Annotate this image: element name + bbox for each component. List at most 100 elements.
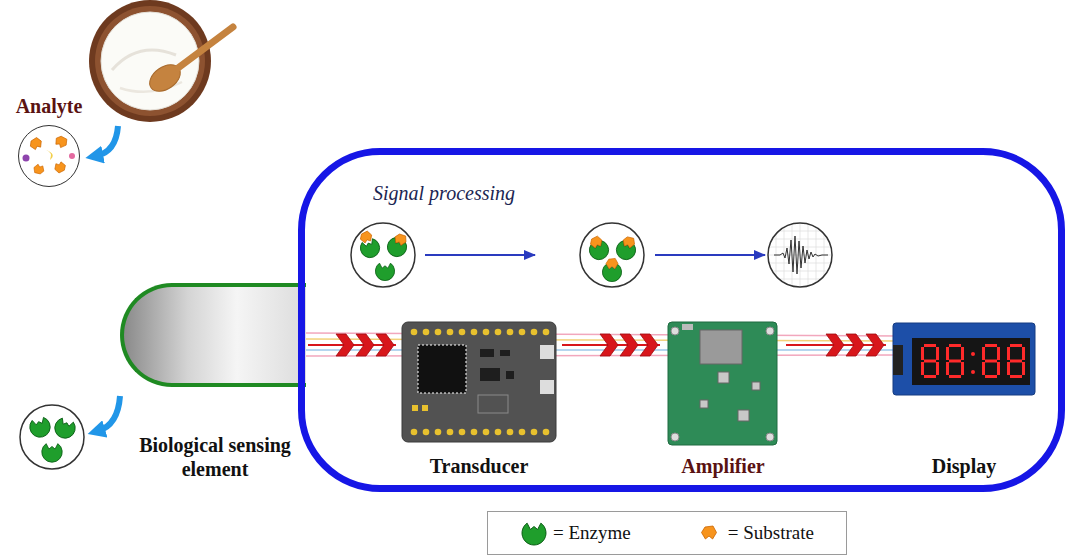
- legend-swatch: [520, 519, 548, 547]
- display-board-part: [912, 338, 1030, 385]
- amplifier-board-part: [718, 372, 729, 383]
- transducer-board-part: [478, 395, 508, 413]
- transducer-board-part: [422, 405, 428, 411]
- analyte-contents-part: [69, 153, 75, 159]
- binding-step-part-part: [359, 230, 374, 244]
- bound-step-part: [602, 258, 621, 281]
- legend-symbol: [522, 523, 546, 545]
- enzyme-pool-part: [52, 417, 78, 441]
- transducer-board-part: [480, 349, 494, 357]
- signal-wires-part: [306, 349, 900, 351]
- display-board-part: [971, 370, 975, 374]
- node-label: Biological sensing element: [138, 433, 293, 481]
- process-arrow: [655, 254, 765, 256]
- signal-flow-connector: [562, 334, 660, 356]
- flow-arrow: [96, 126, 118, 156]
- legend-item: = Substrate: [695, 519, 814, 547]
- transducer-board-part: [500, 350, 510, 356]
- amplifier-board-part: [738, 410, 749, 421]
- bound-step-part: [580, 223, 644, 287]
- connector-chevron: [336, 334, 354, 356]
- enzyme-pool-part: [42, 444, 62, 463]
- transducer-board-part: [480, 368, 500, 381]
- signal-wires: [306, 333, 900, 356]
- display-board-part: [946, 344, 964, 378]
- transducer-board-part: [418, 345, 466, 393]
- yogurt-bowl: [89, 0, 233, 122]
- signal-waveform-part: [768, 222, 832, 288]
- analyte-contents-part: [53, 161, 67, 174]
- transducer-board-part: [540, 380, 554, 394]
- transducer-board-part: [402, 322, 556, 442]
- yogurt-bowl-part: [178, 27, 233, 68]
- bound-step: [580, 223, 644, 287]
- signal-wires-part: [306, 339, 900, 341]
- transducer-board-part: [506, 371, 514, 379]
- amplifier-board: [668, 322, 777, 445]
- signal-waveform: [768, 222, 832, 288]
- node-label: Transducer: [430, 454, 529, 478]
- display-board: [893, 323, 1035, 395]
- connector-chevron: [356, 334, 374, 356]
- binding-step: [351, 223, 415, 287]
- signal-flow-connector: [786, 334, 886, 356]
- display-board-part: [921, 344, 939, 378]
- enzyme-pool: [20, 405, 84, 469]
- analyte-contents-part: [28, 136, 43, 150]
- legend-item: = Enzyme: [520, 519, 631, 547]
- signal-waveform-part: [768, 223, 832, 287]
- biosensor-probe: Biological sensing element: [120, 283, 306, 387]
- display-board-part: [1007, 344, 1025, 378]
- display-board-part: [971, 352, 975, 356]
- legend-label: = Substrate: [728, 522, 814, 544]
- signal-processing-housing: Signal processingTransducer Amplifier Disp…: [298, 148, 1065, 492]
- analyte-contents-part: [32, 163, 45, 175]
- section-heading: Signal processing: [373, 181, 515, 205]
- binding-step-part: [384, 231, 411, 260]
- connector-chevron: [640, 334, 658, 356]
- transducer-board-part: [408, 427, 552, 437]
- analyte-contents-part: [53, 134, 69, 149]
- connector-chevron: [376, 334, 394, 356]
- bound-step-part: [614, 234, 640, 262]
- connector-chevron: [826, 334, 844, 356]
- transducer-board-part: [408, 327, 552, 337]
- legend-box: = Enzyme = Substrate: [487, 511, 847, 555]
- amplifier-board-part: [766, 327, 774, 335]
- amplifier-board-part: [700, 400, 708, 408]
- connector-chevron: [620, 334, 638, 356]
- signal-waveform-part: [774, 236, 828, 274]
- analyte-contents-part: [46, 150, 53, 160]
- analyte-contents-part: [23, 155, 30, 162]
- binding-step-part: [375, 263, 394, 280]
- node-label: Amplifier: [681, 454, 764, 478]
- node-label: Display: [932, 454, 996, 478]
- transducer-board-part: [540, 345, 554, 359]
- flow-arrow: [98, 396, 120, 431]
- binding-step-part: [355, 229, 382, 260]
- transducer-board-part: [412, 405, 418, 411]
- connector-chevron: [600, 334, 618, 356]
- enzyme-pool-part: [28, 416, 53, 439]
- legend-swatch: [695, 519, 723, 547]
- enzyme-pool-part: [20, 405, 84, 469]
- amplifier-unit: Amplifier: [662, 318, 784, 480]
- binding-step-part: [351, 223, 415, 287]
- legend-label: = Enzyme: [553, 522, 631, 544]
- node-label: Analyte: [16, 94, 83, 118]
- connector-chevron: [866, 334, 884, 356]
- amplifier-board-part: [668, 322, 777, 445]
- amplifier-board-part: [752, 382, 760, 390]
- process-arrow: [425, 254, 535, 256]
- analyte-contents: [19, 126, 79, 186]
- display-board-part: [893, 323, 1035, 395]
- display-board-part: [982, 344, 1000, 378]
- analyte-circle: Analyte: [18, 125, 80, 187]
- analyte-contents-part: [19, 126, 79, 186]
- amplifier-board-part: [671, 327, 679, 335]
- transducer-unit: Transducer: [398, 318, 560, 480]
- bound-step-part: [585, 234, 611, 262]
